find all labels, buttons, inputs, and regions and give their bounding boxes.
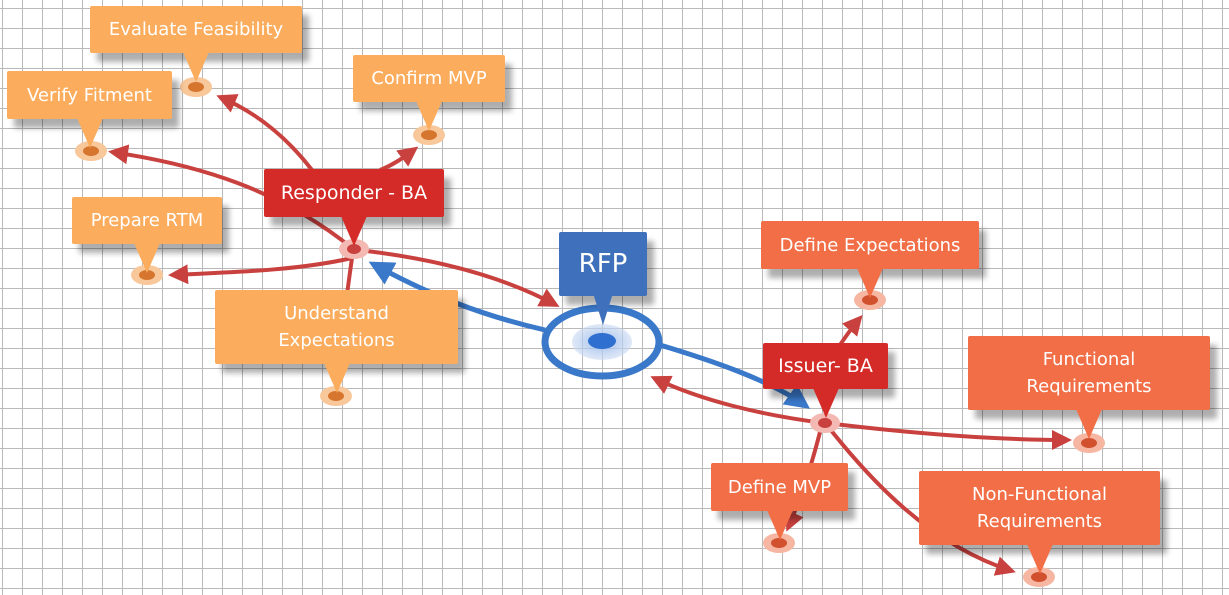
node-label: Define Expectations (779, 234, 961, 256)
node-functional-requirements[interactable]: Functional Requirements (968, 336, 1210, 439)
edge-issuer-nonfunctional (824, 422, 1016, 576)
edge-responder-rtm (168, 256, 353, 285)
edge-responder-rfp (357, 248, 560, 307)
node-label: Non-Functional Requirements (972, 484, 1107, 532)
edge-responder-evaluate (216, 94, 314, 172)
node-label: Issuer- BA (778, 354, 873, 377)
node-label: Prepare RTM (90, 210, 204, 231)
node-evaluate-feasibility[interactable]: Evaluate Feasibility (90, 6, 302, 82)
node-non-functional-requirements[interactable]: Non-Functional Requirements (919, 471, 1160, 574)
node-label: Functional Requirements (1026, 349, 1152, 397)
node-label: Responder - BA (280, 181, 428, 204)
node-label: RFP (578, 248, 628, 279)
node-verify-fitment[interactable]: Verify Fitment (7, 71, 172, 148)
node-label: Define MVP (727, 476, 832, 498)
node-label: Confirm MVP (371, 68, 487, 89)
node-label: Verify Fitment (27, 84, 152, 106)
node-confirm-mvp[interactable]: Confirm MVP (353, 55, 505, 131)
node-label: Evaluate Feasibility (108, 19, 284, 40)
node-define-expectations[interactable]: Define Expectations (761, 221, 979, 298)
node-understand-expectations[interactable]: Understand Expectations (215, 290, 458, 393)
edge-responder-confirm (379, 146, 419, 172)
edge-issuer-functional (825, 421, 1072, 450)
node-label: Understand Expectations (278, 303, 395, 351)
node-define-mvp[interactable]: Define MVP (711, 463, 848, 540)
node-prepare-rtm[interactable]: Prepare RTM (72, 197, 222, 273)
node-rfp[interactable]: RFP (559, 232, 647, 325)
edge-rfp-issuer (659, 342, 811, 409)
node-issuer-ba[interactable]: Issuer- BA (763, 343, 888, 418)
edge-responder-verify (108, 144, 354, 250)
node-responder-ba[interactable]: Responder - BA (264, 169, 444, 246)
edge-issuer-rfp (650, 375, 825, 425)
rfp-point (588, 333, 616, 349)
